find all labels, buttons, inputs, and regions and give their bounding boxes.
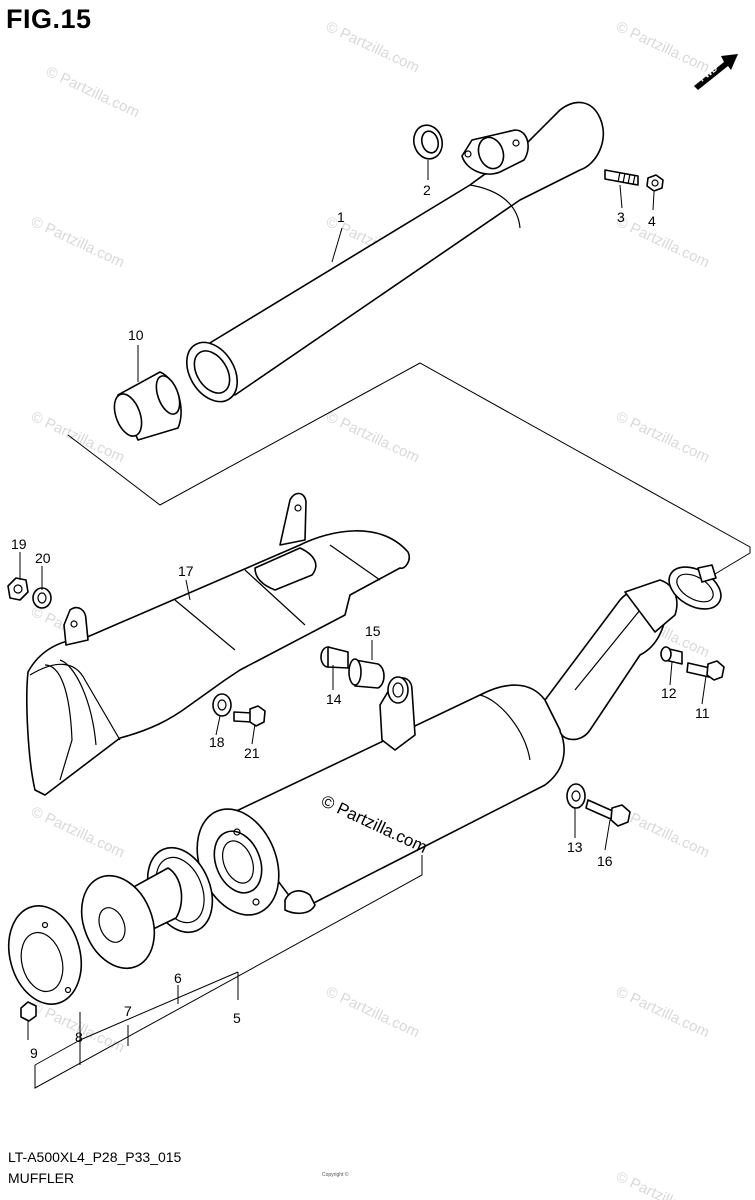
callout-14: 14 (326, 691, 342, 707)
assembly-outline (34, 855, 423, 1089)
watermark: © Partzilla.com (613, 408, 712, 466)
watermark: © Partzilla.com (28, 998, 127, 1056)
callout-7: 7 (124, 1003, 132, 1019)
watermark: © Partzilla.com (323, 983, 422, 1041)
callout-2: 2 (423, 182, 431, 198)
part-9-bolt (20, 1001, 37, 1022)
watermark: © Partzilla.com (28, 408, 127, 466)
callout-19: 19 (11, 536, 27, 552)
watermark-layer: © Partzilla.com © Partzilla.com © Partzi… (28, 18, 712, 1200)
bracket-line (34, 971, 239, 1066)
watermark: © Partzilla.com (613, 1168, 712, 1200)
callout-9: 9 (30, 1045, 38, 1061)
callout-18: 18 (209, 734, 225, 750)
part-20-washer (32, 587, 52, 609)
part-3-stud-bolt (604, 169, 639, 186)
callout-20: 20 (35, 550, 51, 566)
callout-16: 16 (597, 853, 613, 869)
model-code: LT-A500XL4_P28_P33_015 (8, 1149, 182, 1165)
part-1-exhaust-pipe (185, 101, 605, 403)
part-12-collar (660, 646, 683, 665)
callout-21: 21 (244, 745, 260, 761)
part-4-nut (646, 174, 664, 192)
part-15-cushion (348, 658, 385, 689)
part-16-bolt (585, 799, 631, 827)
callout-5: 5 (233, 1010, 241, 1026)
watermark: © Partzilla.com (613, 18, 712, 76)
watermark: © Partzilla.com (323, 408, 422, 466)
part-5-muffler (196, 579, 678, 916)
watermark: © Partzilla.com (323, 18, 422, 76)
callout-6: 6 (174, 970, 182, 986)
figure-title: FIG.15 (6, 4, 92, 34)
leader-lines (79, 972, 239, 1062)
watermark: © Partzilla.com (613, 983, 712, 1041)
callout-4: 4 (648, 213, 656, 229)
part-11-bolt (686, 660, 725, 681)
watermark: © Partzilla.com (613, 213, 712, 271)
callout-10: 10 (128, 327, 144, 343)
pipe-clamp (668, 564, 722, 610)
part-17-heat-shield (26, 492, 410, 796)
part-21-bolt (233, 705, 266, 727)
callout-11: 11 (695, 705, 710, 721)
part-2-gasket (412, 124, 444, 160)
copyright-note: Copyright © (322, 1172, 349, 1178)
part-18-washer (212, 693, 232, 717)
part-19-nut (7, 577, 29, 601)
part-13-washer (566, 783, 586, 809)
callout-labels: 1 2 3 4 5 6 7 8 9 10 11 12 13 14 15 16 1… (11, 182, 710, 1061)
callout-13: 13 (567, 839, 583, 855)
callout-17: 17 (178, 563, 194, 579)
callout-3: 3 (617, 209, 625, 225)
part-10-sleeve (113, 371, 182, 441)
watermark: © Partzilla.com (43, 63, 142, 121)
callout-leaders (19, 160, 707, 1040)
callout-15: 15 (365, 623, 381, 639)
part-14-collar (320, 646, 349, 669)
assembly-outline (67, 362, 751, 581)
part-7-spark-arrester (80, 867, 183, 970)
section-name: MUFFLER (8, 1170, 75, 1186)
watermark: © Partzilla.com (28, 213, 127, 271)
part-8-end-plate (8, 905, 82, 1005)
callout-12: 12 (661, 685, 677, 701)
callout-1: 1 (337, 209, 345, 225)
callout-8: 8 (75, 1029, 83, 1045)
watermark: © Partzilla.com (28, 803, 127, 861)
